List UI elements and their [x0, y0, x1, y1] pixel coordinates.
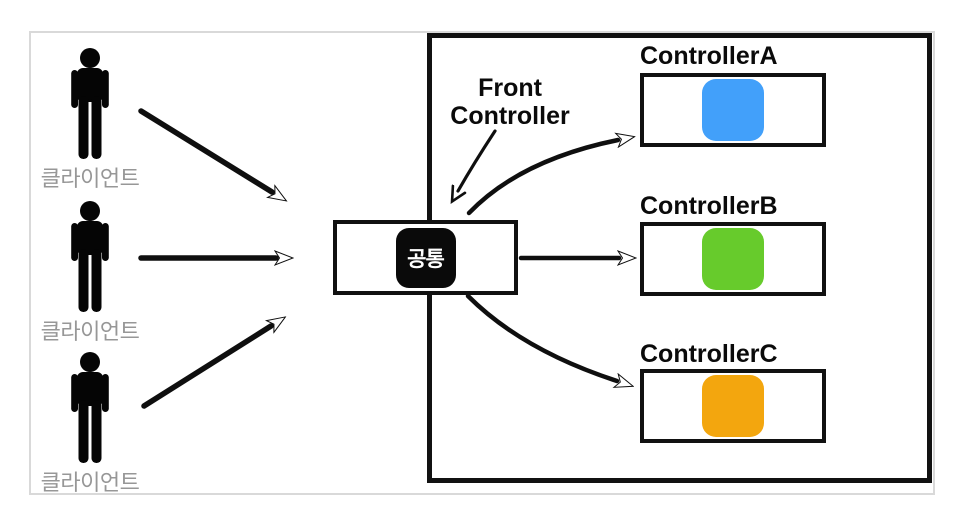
controller-a-chip	[702, 79, 764, 141]
client-1: 클라이언트	[33, 48, 147, 193]
controller-b-box	[640, 222, 826, 296]
person-icon	[71, 201, 109, 312]
controller-c-title: ControllerC	[640, 340, 778, 368]
controller-c-chip	[702, 375, 764, 437]
controller-a-title: ControllerA	[640, 42, 778, 70]
common-box: 공통	[333, 220, 518, 295]
client-label: 클라이언트	[40, 166, 140, 191]
front-controller-label: Front Controller	[450, 74, 570, 130]
common-chip: 공통	[395, 227, 456, 288]
controller-b-chip	[702, 228, 764, 290]
client-label: 클라이언트	[40, 319, 140, 344]
person-icon	[71, 48, 109, 159]
controller-a-box	[640, 73, 826, 147]
client-label: 클라이언트	[40, 470, 140, 495]
controller-b-title: ControllerB	[640, 192, 778, 220]
client-2: 클라이언트	[33, 201, 147, 346]
person-icon	[71, 352, 109, 463]
client-3: 클라이언트	[33, 352, 147, 497]
controller-c-box	[640, 369, 826, 443]
